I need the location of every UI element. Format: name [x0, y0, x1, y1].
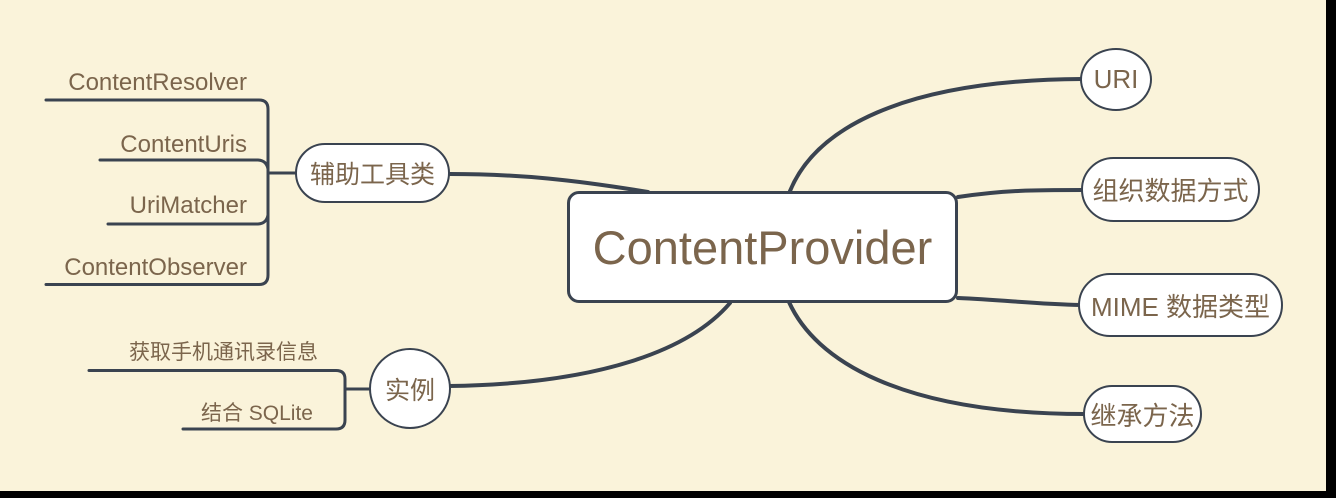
- topic-example-label: 实例: [384, 376, 435, 405]
- topic-example[interactable]: 实例: [369, 348, 451, 429]
- subtopic-with-sqlite[interactable]: 结合 SQLite: [200, 402, 313, 425]
- topic-helper-tools-label: 辅助工具类: [309, 161, 435, 189]
- central-topic[interactable]: ContentProvider: [567, 191, 958, 303]
- topic-inherit-methods-label: 继承方法: [1090, 400, 1195, 431]
- subtopic-get-contacts[interactable]: 获取手机通讯录信息: [129, 341, 318, 364]
- topic-uri-label: URI: [1093, 64, 1139, 94]
- subtopic-line-contenturis: [98, 158, 270, 171]
- branch-line-example: [447, 301, 732, 388]
- topic-uri[interactable]: URI: [1080, 48, 1152, 111]
- subtopic-line-contacts-sqlite: [87, 369, 347, 431]
- subtopic-contenturis[interactable]: ContentUris: [120, 131, 247, 158]
- topic-helper-tools[interactable]: 辅助工具类: [295, 143, 450, 203]
- topic-mime-type[interactable]: MIME 数据类型: [1078, 273, 1283, 337]
- topic-organize-data-label: 组织数据方式: [1092, 176, 1249, 206]
- topic-inherit-methods[interactable]: 继承方法: [1083, 385, 1202, 443]
- branch-line-organize: [956, 188, 1085, 199]
- branch-line-mime: [956, 296, 1083, 307]
- branch-line-uri: [788, 77, 1084, 193]
- central-topic-label: ContentProvider: [592, 220, 933, 274]
- subtopic-line-urimatcher: [106, 213, 270, 226]
- branch-line-tools: [448, 172, 650, 194]
- subtopic-urimatcher[interactable]: UriMatcher: [129, 192, 247, 219]
- subtopic-contentresolver[interactable]: ContentResolver: [68, 69, 247, 96]
- mindmap-canvas: ContentProvider 辅助工具类 实例 URI 组织数据方式 MIME…: [0, 0, 1326, 491]
- topic-organize-data[interactable]: 组织数据方式: [1081, 157, 1260, 222]
- subtopic-line-contentresolver: [44, 98, 270, 286]
- connector-layer: [44, 77, 1087, 431]
- branch-line-inherit: [787, 300, 1087, 416]
- subtopic-contentobserver[interactable]: ContentObserver: [64, 254, 247, 281]
- topic-mime-type-label: MIME 数据类型: [1090, 291, 1271, 322]
